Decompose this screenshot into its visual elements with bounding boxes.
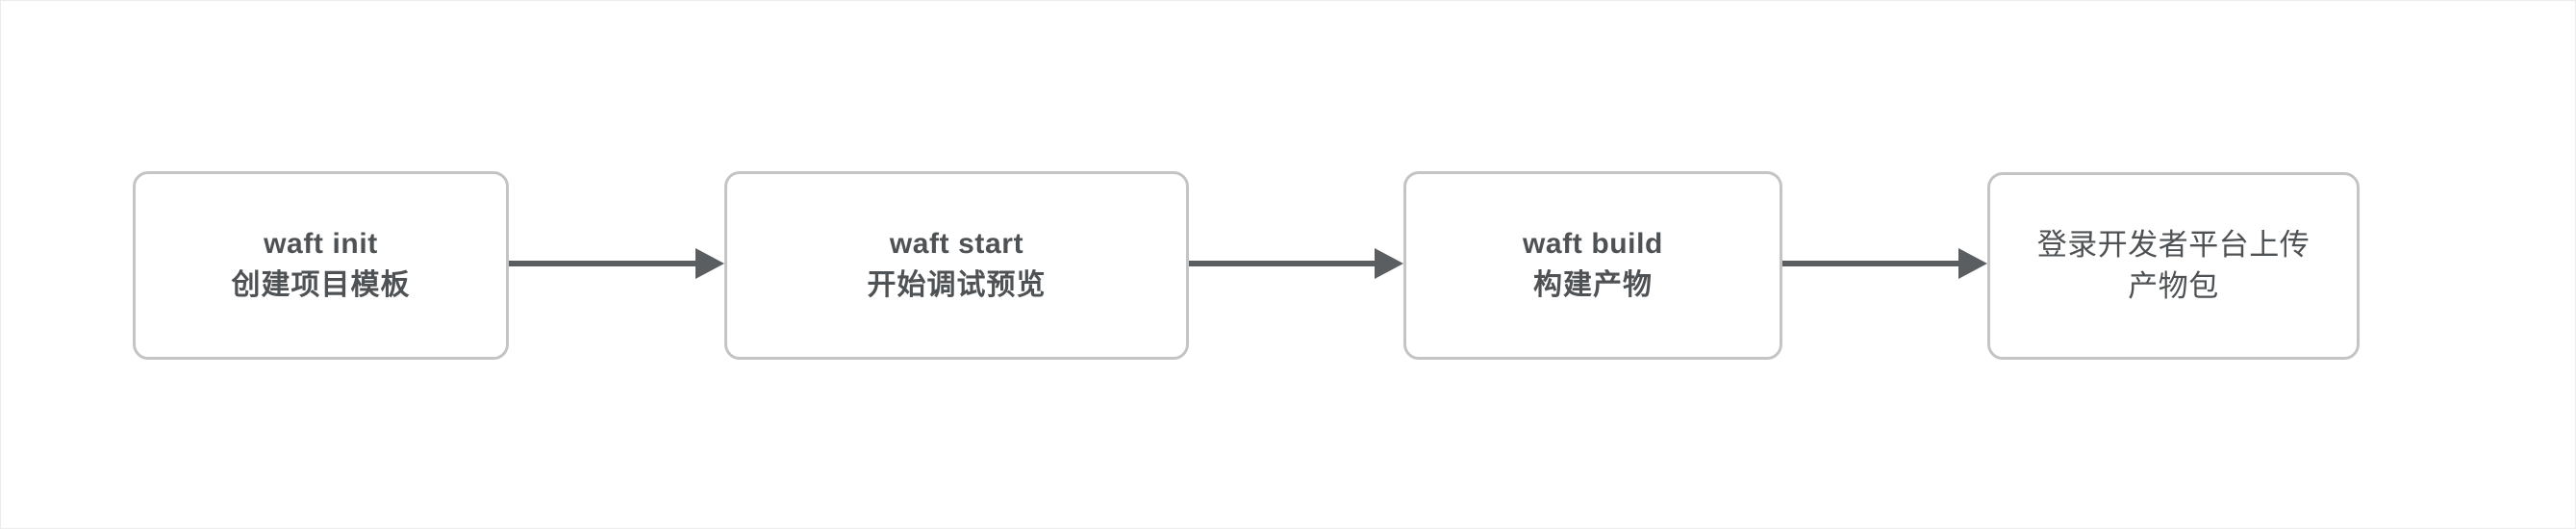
flow-node-upload[interactable]: 登录开发者平台上传 产物包 xyxy=(1987,172,2360,360)
flow-node-waft-init-line-1: waft init xyxy=(264,228,378,261)
arrow-init-to-start xyxy=(509,244,724,283)
arrow-start-to-build xyxy=(1189,244,1403,283)
arrow-build-to-upload xyxy=(1782,244,1987,283)
flow-node-waft-build-line-1: waft build xyxy=(1523,228,1663,261)
flow-node-waft-start-line-1: waft start xyxy=(889,228,1024,261)
flow-node-upload-line-1: 登录开发者平台上传 xyxy=(2036,228,2311,263)
flow-node-waft-build-line-2: 构建产物 xyxy=(1533,269,1653,301)
flow-node-waft-init[interactable]: waft init 创建项目模板 xyxy=(133,171,509,360)
flow-node-upload-line-2: 产物包 xyxy=(2128,268,2219,303)
flow-node-waft-start[interactable]: waft start 开始调试预览 xyxy=(724,171,1189,360)
flow-node-waft-init-line-2: 创建项目模板 xyxy=(231,269,411,301)
flow-node-waft-build[interactable]: waft build 构建产物 xyxy=(1403,171,1782,360)
flow-node-waft-start-line-2: 开始调试预览 xyxy=(867,269,1047,301)
